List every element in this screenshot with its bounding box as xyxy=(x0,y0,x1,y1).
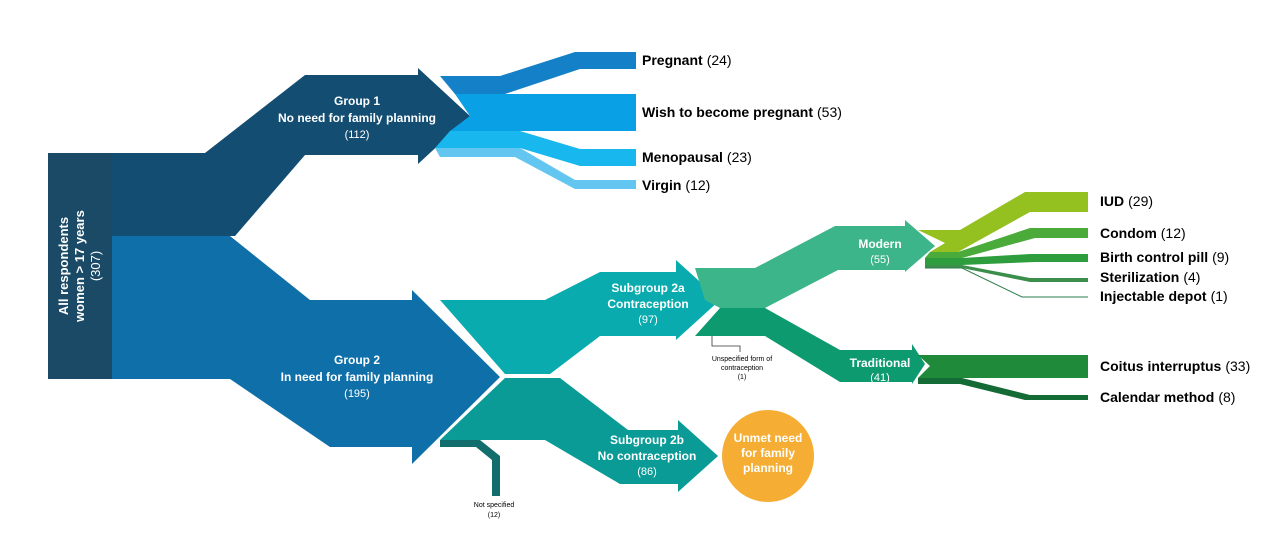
flow-iud xyxy=(918,192,1088,252)
outcome-pill-name: Birth control pill xyxy=(1100,249,1208,265)
unmet-line3: planning xyxy=(743,461,793,475)
outcome-wish-count: (53) xyxy=(817,104,842,120)
subgroup2b-count: (86) xyxy=(637,466,657,478)
outcome-injectable-count: (1) xyxy=(1211,288,1228,304)
unspecified-form-line2: contraception xyxy=(721,365,763,372)
traditional-flow xyxy=(695,308,925,384)
outcome-sterilization: Sterilization(4) xyxy=(1100,269,1200,285)
group1-subtitle: No need for family planning xyxy=(278,111,436,125)
outcome-wish: Wish to become pregnant(53) xyxy=(642,104,842,120)
root-line1: All respondents xyxy=(56,217,71,315)
outcome-calendar-count: (8) xyxy=(1218,389,1235,405)
group2-subtitle: In need for family planning xyxy=(281,370,434,384)
outcome-virgin-count: (12) xyxy=(685,177,710,193)
root-node xyxy=(48,153,112,379)
unmet-line2: for family xyxy=(741,446,795,460)
group1-count: (112) xyxy=(345,129,370,141)
outcome-iud-count: (29) xyxy=(1128,193,1153,209)
group1-title: Group 1 xyxy=(334,94,380,108)
flow-menopausal xyxy=(435,131,636,166)
subgroup2a-title: Subgroup 2a xyxy=(611,281,685,295)
outcome-pregnant-count: (24) xyxy=(707,52,732,68)
flow-sterilization xyxy=(925,265,1088,282)
subgroup2b-subtitle: No contraception xyxy=(598,449,697,463)
root-line2: women > 17 years xyxy=(72,210,87,323)
unmet-need-node xyxy=(722,410,814,502)
flow-not-specified xyxy=(440,440,500,496)
flow-coitus xyxy=(918,355,1088,378)
group2-title: Group 2 xyxy=(334,353,380,367)
root-label: All respondents women > 17 years (307) xyxy=(56,210,103,323)
outcome-virgin: Virgin(12) xyxy=(642,177,710,193)
outcome-coitus: Coitus interruptus(33) xyxy=(1100,358,1250,374)
outcome-injectable-name: Injectable depot xyxy=(1100,288,1207,304)
flow-virgin xyxy=(435,148,636,189)
outcome-pill-count: (9) xyxy=(1212,249,1229,265)
outcome-condom-count: (12) xyxy=(1161,225,1186,241)
not-specified-label: Not specified xyxy=(474,502,515,509)
modern-title: Modern xyxy=(858,237,901,251)
unmet-line1: Unmet need xyxy=(734,431,803,445)
outcome-injectable: Injectable depot(1) xyxy=(1100,288,1228,304)
flow-wish xyxy=(450,94,636,131)
subgroup2b-flow xyxy=(440,378,718,492)
flow-pregnant xyxy=(440,52,636,94)
group1-flow xyxy=(112,68,470,236)
subgroup2a-count: (97) xyxy=(638,314,658,326)
root-count: (307) xyxy=(88,251,103,281)
outcome-iud: IUD(29) xyxy=(1100,193,1153,209)
outcome-pregnant-name: Pregnant xyxy=(642,52,703,68)
outcome-pill: Birth control pill(9) xyxy=(1100,249,1229,265)
group2-flow xyxy=(112,236,500,464)
unspecified-form-line1: Unspecified form of xyxy=(712,356,772,363)
outcome-condom-name: Condom xyxy=(1100,225,1157,241)
traditional-title: Traditional xyxy=(850,356,911,370)
unspecified-form-count: (1) xyxy=(738,374,747,381)
group2-count: (195) xyxy=(344,388,370,400)
outcome-calendar-name: Calendar method xyxy=(1100,389,1214,405)
not-specified-count: (12) xyxy=(488,512,500,519)
subgroup2a-flow xyxy=(440,260,720,374)
outcome-calendar: Calendar method(8) xyxy=(1100,389,1235,405)
flow-injectable xyxy=(925,267,1088,298)
flow-pill xyxy=(925,254,1088,265)
subgroup2a-subtitle: Contraception xyxy=(607,297,688,311)
outcome-iud-name: IUD xyxy=(1100,193,1124,209)
outcome-virgin-name: Virgin xyxy=(642,177,681,193)
outcome-condom: Condom(12) xyxy=(1100,225,1186,241)
flow-condom xyxy=(925,228,1088,258)
flow-calendar xyxy=(918,378,1088,400)
outcome-coitus-name: Coitus interruptus xyxy=(1100,358,1222,374)
traditional-count: (41) xyxy=(870,372,890,384)
outcome-pregnant: Pregnant(24) xyxy=(642,52,732,68)
outcome-sterilization-name: Sterilization xyxy=(1100,269,1179,285)
outcome-menopausal-name: Menopausal xyxy=(642,149,723,165)
outcome-coitus-count: (33) xyxy=(1225,358,1250,374)
modern-flow xyxy=(695,220,935,308)
outcome-wish-name: Wish to become pregnant xyxy=(642,104,813,120)
outcome-menopausal: Menopausal(23) xyxy=(642,149,752,165)
outcome-sterilization-count: (4) xyxy=(1183,269,1200,285)
modern-count: (55) xyxy=(870,254,890,266)
subgroup2b-title: Subgroup 2b xyxy=(610,433,684,447)
outcome-menopausal-count: (23) xyxy=(727,149,752,165)
